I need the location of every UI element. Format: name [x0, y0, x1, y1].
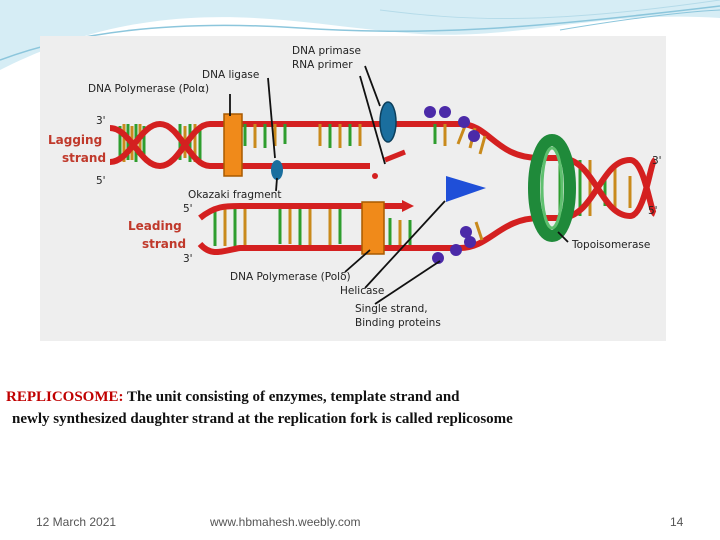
label-leading: Leading: [128, 219, 182, 233]
replication-fork-diagram: DNA primase RNA primer DNA ligase DNA Po…: [40, 36, 666, 341]
caption-line1: The unit consisting of enzymes, template…: [124, 389, 460, 405]
label-helicase: Helicase: [340, 285, 384, 297]
dna-polymerase-alpha: [224, 114, 242, 176]
footer-page-number: 14: [670, 515, 683, 529]
label-ssb-line2: Binding proteins: [355, 317, 441, 329]
label-right-3prime: 3': [652, 155, 662, 167]
label-rna-primer: RNA primer: [292, 59, 353, 71]
label-leading-strand: strand: [142, 237, 186, 251]
label-leading-3prime: 3': [183, 253, 193, 265]
label-right-5prime: 5': [648, 205, 658, 217]
label-lagging-strand: strand: [62, 151, 106, 165]
caption-term: REPLICOSOME:: [6, 389, 124, 405]
label-lagging-5prime: 5': [96, 175, 106, 187]
label-ssb-line1: Single strand,: [355, 303, 428, 315]
label-lagging: Lagging: [48, 133, 102, 147]
label-dna-ligase: DNA ligase: [202, 69, 259, 81]
replicosome-caption: REPLICOSOME: The unit consisting of enzy…: [6, 386, 706, 430]
label-okazaki-fragment: Okazaki fragment: [188, 189, 281, 201]
dna-polymerase-delta: [362, 202, 384, 254]
dna-primase: [380, 102, 396, 142]
footer-url: www.hbmahesh.weebly.com: [210, 515, 361, 529]
label-dna-primase: DNA primase: [292, 45, 361, 57]
label-lagging-3prime: 3': [96, 115, 106, 127]
footer-date: 12 March 2021: [36, 515, 116, 529]
dna-ligase: [271, 160, 283, 180]
caption-line2: newly synthesized daughter strand at the…: [6, 408, 706, 430]
label-dna-polymerase-alpha: DNA Polymerase (Polα): [88, 83, 209, 95]
label-leading-5prime: 5': [183, 203, 193, 215]
label-topoisomerase: Topoisomerase: [571, 239, 650, 251]
label-dna-polymerase-delta: DNA Polymerase (Polδ): [230, 271, 351, 283]
